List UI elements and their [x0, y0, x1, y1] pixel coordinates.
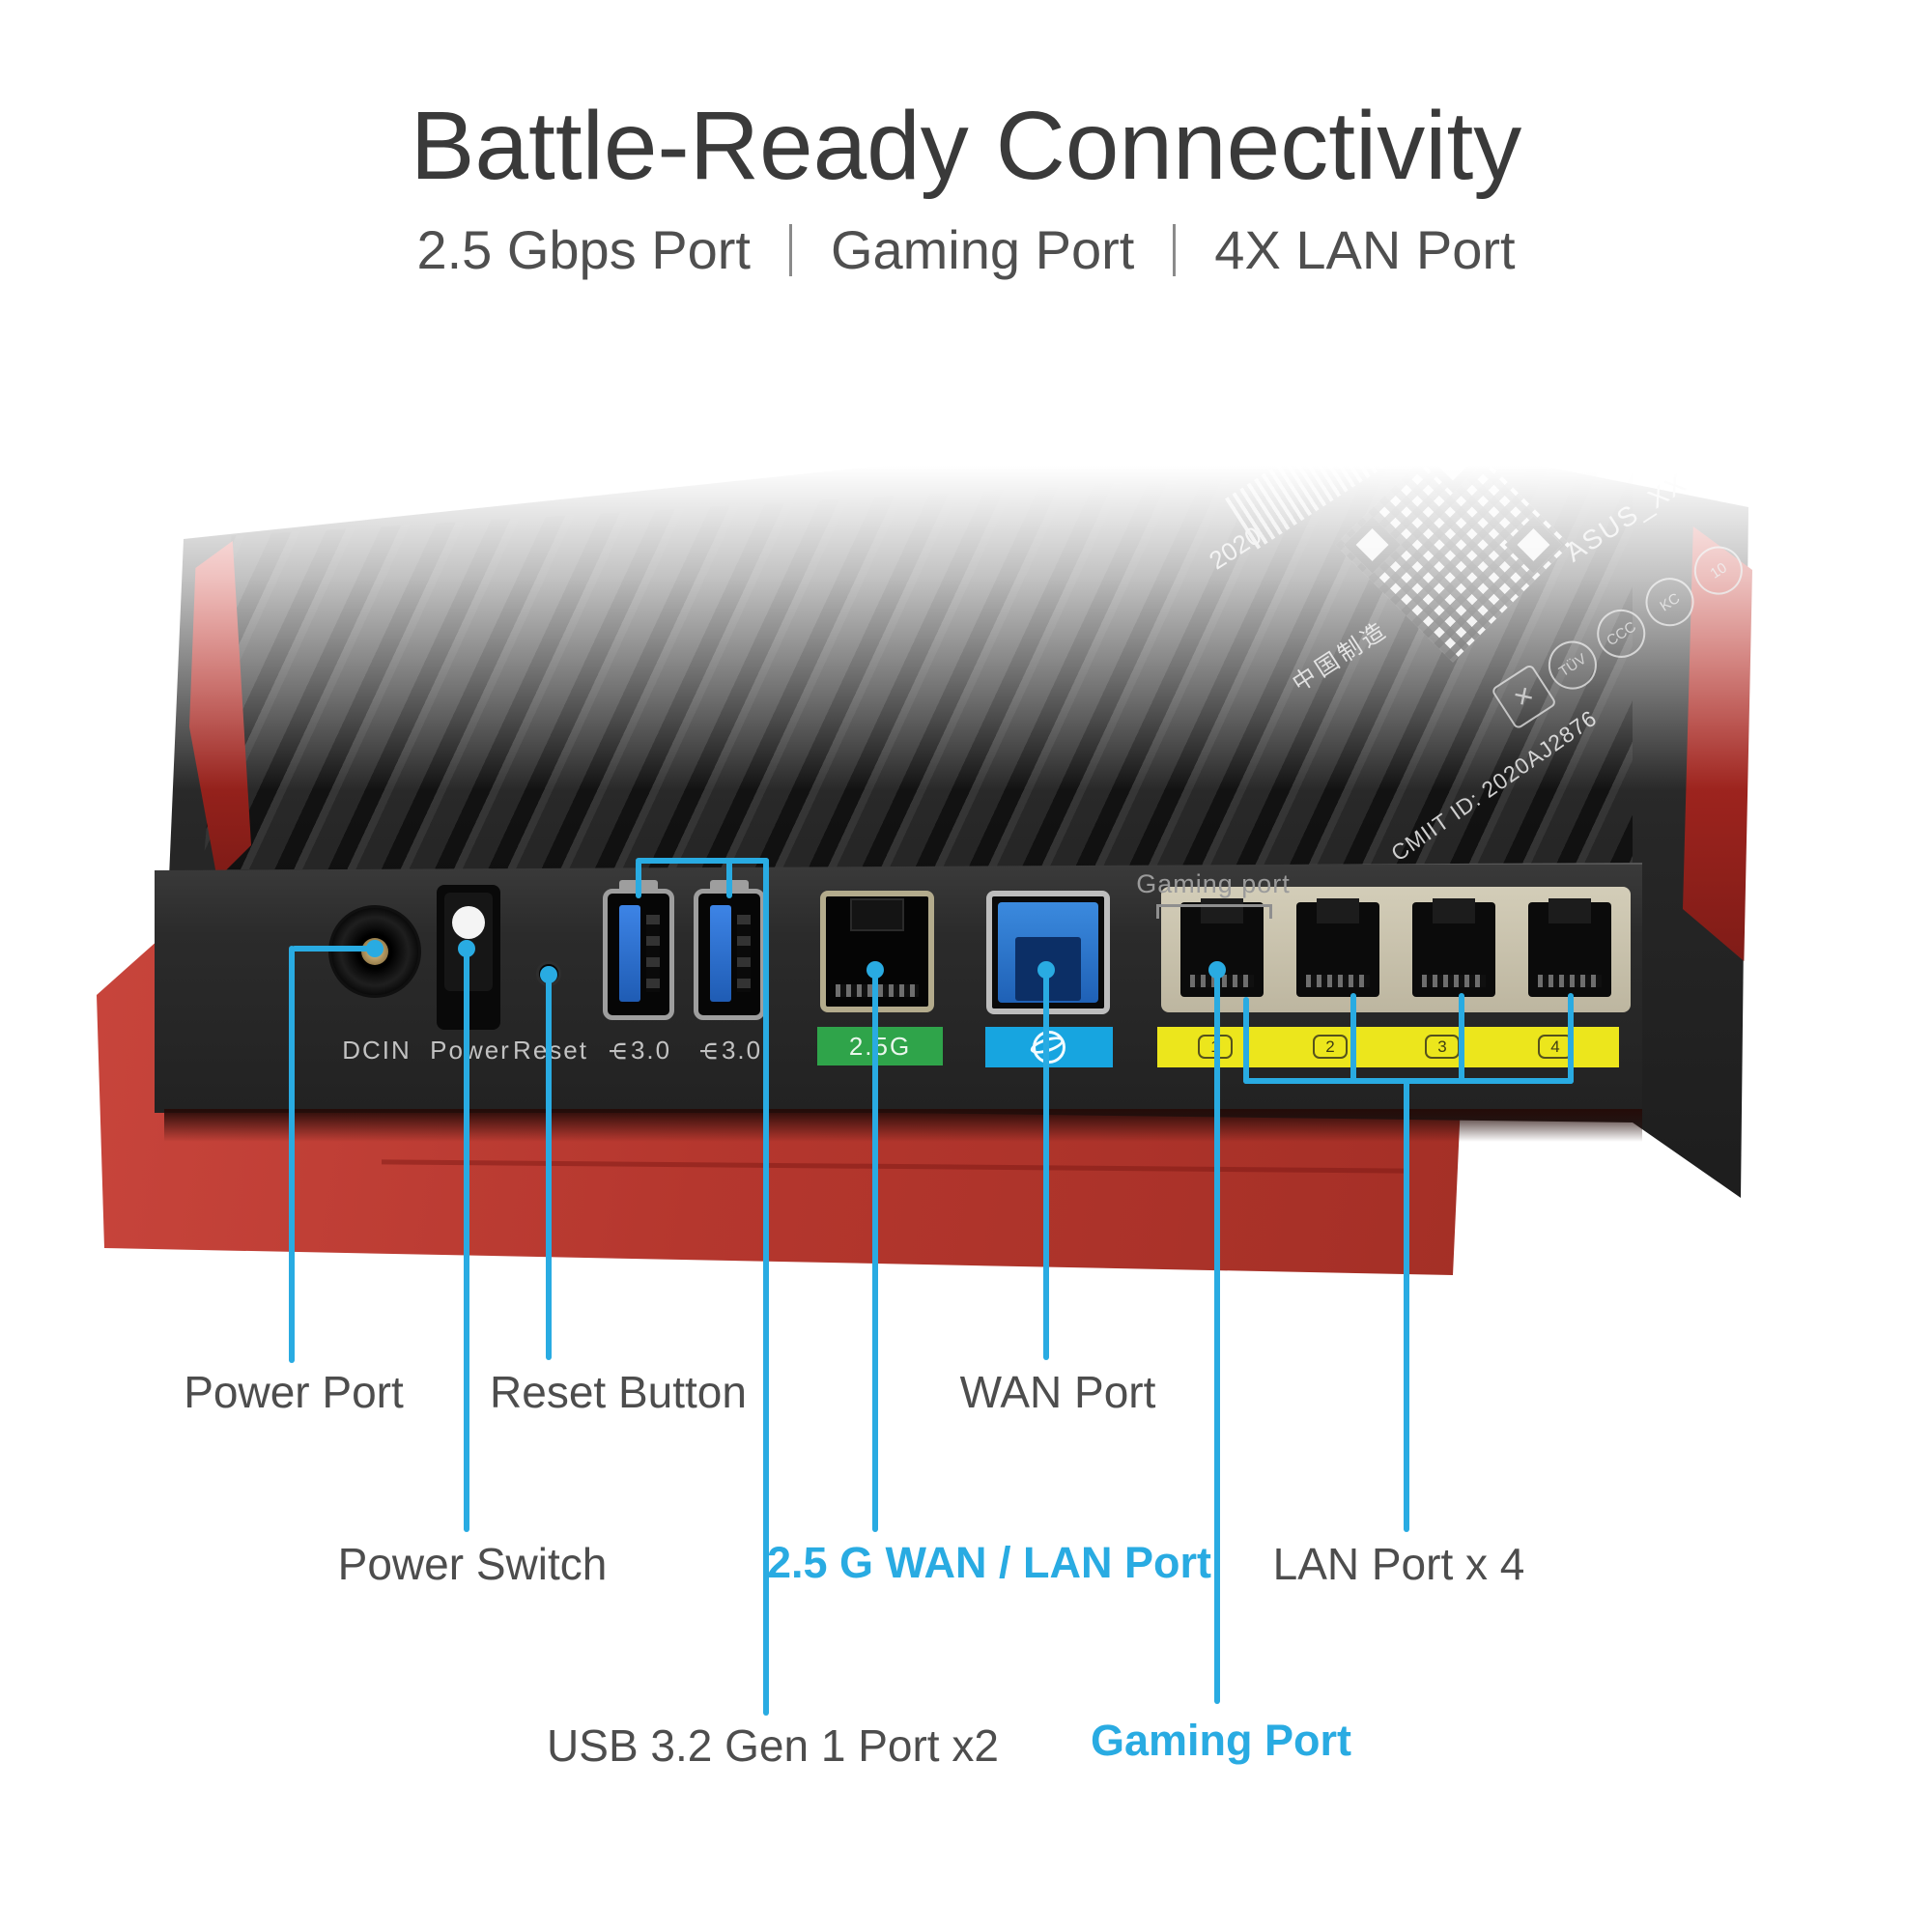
callout-line-dcin-v	[289, 946, 295, 1363]
lan-plug	[1317, 898, 1359, 923]
usb-tongue	[619, 905, 640, 1002]
subtitle-divider	[1173, 223, 1177, 276]
callout-line-wan	[1043, 967, 1049, 1360]
callout-line-usb-long	[763, 858, 769, 1716]
subtitle-item-25g: 2.5 Gbps Port	[416, 219, 751, 280]
callout-line-usb-h	[636, 858, 769, 864]
panel-label-dcin: DCIN	[342, 1036, 412, 1065]
callout-line-lan-c	[1404, 1078, 1409, 1532]
callout-line-lan1	[1243, 997, 1249, 1084]
rj45-teeth	[1538, 975, 1602, 987]
tag-lan-strip: 1 2 3 4	[1157, 1027, 1619, 1067]
callout-line-lan3	[1459, 993, 1464, 1084]
label-gaming-port: Gaming Port	[1090, 1716, 1352, 1765]
label-usb: USB 3.2 Gen 1 Port x2	[547, 1720, 999, 1771]
lan-badge-3: 3	[1425, 1035, 1460, 1059]
callout-dot-dcin	[366, 940, 384, 957]
panel-label-usb2: Ψ3.0	[694, 1036, 763, 1065]
subtitle-divider	[788, 223, 792, 276]
rj45-latch	[850, 898, 904, 931]
lan-port-4	[1528, 898, 1611, 997]
usb-3-0-text: 3.0	[721, 1036, 763, 1065]
label-reset-button: Reset Button	[490, 1367, 747, 1417]
lan-plug	[1548, 898, 1591, 923]
subtitle-item-gaming: Gaming Port	[830, 219, 1135, 280]
callout-line-usb2	[726, 860, 732, 898]
gaming-bracket-end	[1269, 904, 1272, 919]
callout-line-dcin-h	[292, 946, 375, 952]
usb-3-0-text: 3.0	[630, 1036, 672, 1065]
lan-port-2	[1296, 898, 1379, 997]
gaming-port-panel-label: Gaming port	[1136, 869, 1291, 898]
callout-line-usb1	[636, 860, 641, 898]
panel-label-usb1: Ψ3.0	[603, 1036, 672, 1065]
usb-port-1	[603, 880, 674, 1020]
label-wan-port: WAN Port	[959, 1367, 1156, 1417]
usb-icon: Ψ	[694, 1040, 721, 1064]
lan-plug	[1201, 898, 1243, 923]
page-title: Battle-Ready Connectivity	[410, 92, 1522, 200]
lan-badge-2: 2	[1313, 1035, 1348, 1059]
gaming-bracket-end	[1156, 904, 1159, 919]
rj45-teeth	[1422, 975, 1486, 987]
usb-port-2	[694, 880, 765, 1020]
callout-line-2-5g	[872, 967, 878, 1532]
label-power-switch: Power Switch	[337, 1539, 608, 1589]
usb-tongue	[710, 905, 731, 1002]
subtitle-item-lan: 4X LAN Port	[1214, 219, 1516, 280]
callout-line-switch	[464, 947, 469, 1532]
callout-line-lan4	[1568, 993, 1574, 1084]
callout-line-lan2	[1350, 993, 1356, 1084]
white-fade	[135, 404, 1768, 790]
rj45-teeth	[1190, 975, 1254, 987]
callout-line-reset	[546, 972, 552, 1360]
panel-label-power: Power	[430, 1036, 511, 1065]
label-power-port: Power Port	[184, 1367, 404, 1417]
lan-port-3	[1412, 898, 1495, 997]
gaming-bracket	[1156, 904, 1272, 907]
callout-line-gaming	[1214, 967, 1220, 1704]
lan-plug	[1433, 898, 1475, 923]
tag-wan	[985, 1027, 1113, 1067]
usb-icon: Ψ	[603, 1040, 630, 1064]
usb-pins	[737, 915, 751, 992]
label-lan-x4: LAN Port x 4	[1272, 1539, 1525, 1589]
power-switch-indicator	[452, 906, 485, 939]
subtitle: 2.5 Gbps Port Gaming Port 4X LAN Port	[0, 218, 1932, 281]
lan-port-group	[1161, 887, 1631, 1012]
tag-2-5g: 2.5G	[817, 1027, 943, 1065]
usb-pins	[646, 915, 660, 992]
panel-shadow	[164, 1109, 1642, 1142]
label-2-5g-wan-lan: 2.5 G WAN / LAN Port	[766, 1538, 1212, 1587]
lan-port-1	[1180, 898, 1264, 997]
globe-icon	[1033, 1031, 1065, 1064]
rj45-teeth	[1306, 975, 1370, 987]
